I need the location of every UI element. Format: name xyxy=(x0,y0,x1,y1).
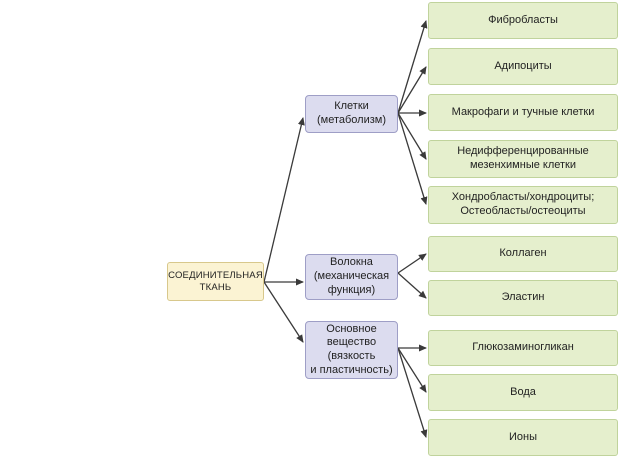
item-elastin: Эластин xyxy=(428,280,618,316)
arrow-fibers-to-collagen xyxy=(397,253,427,274)
arrow-cells-to-adipocytes xyxy=(397,66,427,114)
arrow-cells-to-chondroblasts xyxy=(397,112,428,205)
root-node-connective-tissue: СОЕДИНИТЕЛЬНАЯ ТКАНЬ xyxy=(167,262,264,301)
component-ground-substance: Основное вещество (вязкость и пластичнос… xyxy=(305,321,398,379)
arrow-cells-to-mesenchymal xyxy=(397,112,427,160)
item-glycosaminoglycan: Глюкозаминогликан xyxy=(428,330,618,366)
item-water: Вода xyxy=(428,374,618,411)
item-adipocytes: Адипоциты xyxy=(428,48,618,85)
item-ions: Ионы xyxy=(428,419,618,456)
arrow-root-to-ground-substance xyxy=(263,281,304,343)
item-fibroblasts: Фибробласты xyxy=(428,2,618,39)
arrow-root-to-cells xyxy=(263,117,305,283)
arrow-ground-to-ions xyxy=(397,347,428,438)
item-collagen: Коллаген xyxy=(428,236,618,272)
arrow-fibers-to-elastin xyxy=(397,272,427,299)
component-cells: Клетки (метаболизм) xyxy=(305,95,398,133)
arrow-cells-to-fibroblasts xyxy=(397,20,428,114)
item-chondroblasts-osteoblasts: Хондробласты/хондроциты; Остеобласты/ост… xyxy=(428,186,618,224)
item-macrophages-mast-cells: Макрофаги и тучные клетки xyxy=(428,94,618,131)
item-undifferentiated-mesenchymal-cells: Недифференцированные мезенхимные клетки xyxy=(428,140,618,178)
component-fibers: Волокна (механическая функция) xyxy=(305,254,398,300)
arrow-ground-to-water xyxy=(397,347,427,393)
